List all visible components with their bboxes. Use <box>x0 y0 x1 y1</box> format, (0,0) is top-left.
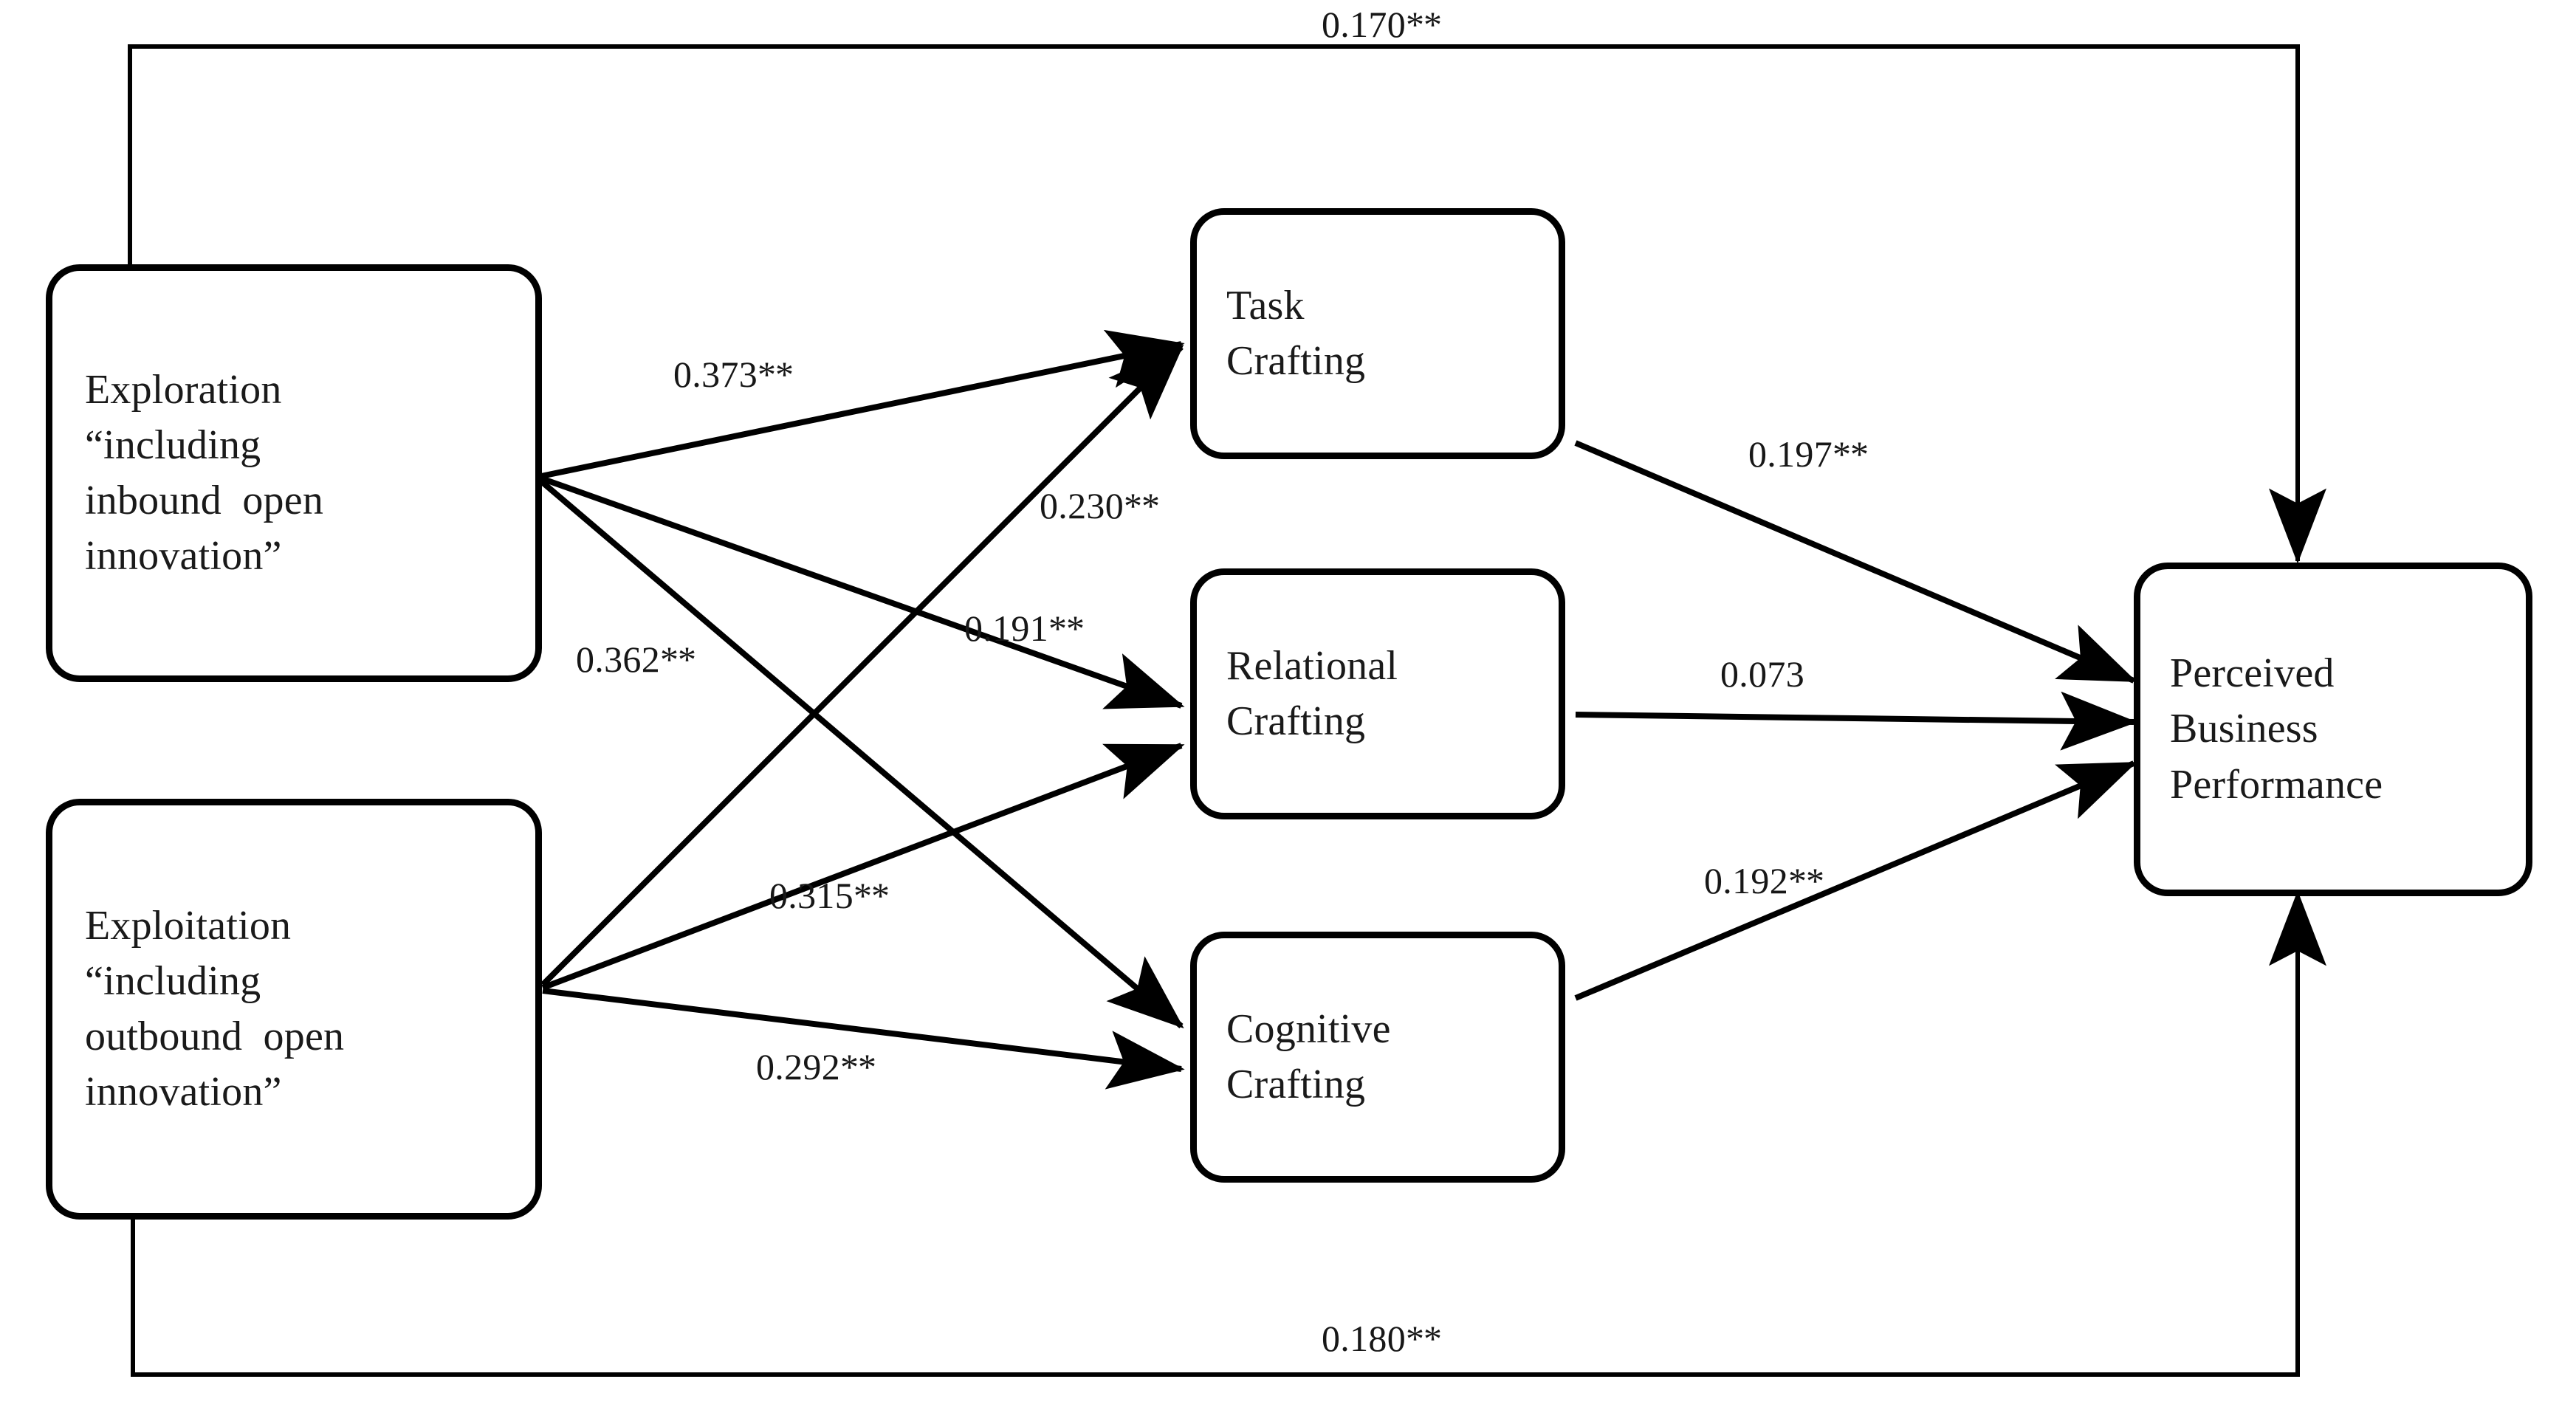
node-exploitation-line-2: “including <box>85 957 261 1004</box>
coefficient-value-p2: 0.191 <box>964 608 1048 649</box>
node-exploration-line-4: innovation” <box>85 533 282 580</box>
node-cognitive-crafting-line-2: Crafting <box>1226 1062 1366 1107</box>
arrow-relational-crafting-to-performance <box>1575 691 2137 751</box>
coefficient-stars-p11: ** <box>1406 1318 1442 1359</box>
arrow-exploitation-direct-to-performance <box>131 890 2326 1377</box>
coefficient-label-exploitation-relational: 0.315** <box>769 875 890 916</box>
node-relational-crafting[interactable]: Relational Crafting <box>1190 568 1565 819</box>
node-performance-line-2: Business <box>2170 706 2318 752</box>
coefficient-value-p6: 0.292 <box>756 1046 840 1087</box>
node-exploitation-line-1: Exploitation <box>85 902 292 949</box>
arrow-exploitation-to-cognitive-crafting <box>542 988 1185 1090</box>
arrow-exploitation-to-relational-crafting <box>541 743 1185 991</box>
coefficient-label-exploration-cognitive: 0.362** <box>576 639 696 680</box>
arrow-exploration-to-task-crafting <box>540 329 1185 479</box>
arrow-exploration-direct-to-performance <box>128 44 2326 564</box>
coefficient-label-exploration-relational: 0.191** <box>964 608 1085 649</box>
coefficient-value-p4: 0.230 <box>1040 485 1124 526</box>
node-perceived-business-performance[interactable]: Perceived Business Performance <box>2134 563 2532 896</box>
node-exploration-line-1: Exploration <box>85 366 282 413</box>
node-exploitation-line-3: outbound open <box>85 1014 345 1059</box>
coefficient-label-exploration-task: 0.373** <box>673 354 794 395</box>
coefficient-stars-p3: ** <box>660 639 696 680</box>
node-exploration-line-2: “including <box>85 422 261 468</box>
coefficient-value-p8: 0.073 <box>1720 653 1804 695</box>
coefficient-stars-p7: ** <box>1833 433 1869 475</box>
coefficient-label-exploitation-performance-direct: 0.180** <box>1322 1318 1442 1359</box>
node-exploitation-line-4: innovation” <box>85 1069 282 1115</box>
coefficient-stars-p6: ** <box>840 1046 876 1087</box>
coefficient-label-cognitive-performance: 0.192** <box>1704 862 1824 899</box>
node-task-crafting-line-1: Task <box>1226 282 1305 329</box>
node-cognitive-crafting[interactable]: Cognitive Crafting <box>1190 932 1565 1183</box>
arrow-exploration-to-relational-crafting <box>540 475 1185 709</box>
node-exploitation[interactable]: Exploitation “including outbound open in… <box>46 799 542 1220</box>
coefficient-value-p10: 0.170 <box>1322 4 1406 45</box>
arrow-task-crafting-to-performance <box>1574 440 2137 684</box>
node-performance-line-3: Performance <box>2170 761 2383 808</box>
node-performance-line-1: Perceived <box>2170 650 2335 697</box>
node-cognitive-crafting-line-1: Cognitive <box>1226 1005 1391 1052</box>
coefficient-value-p9: 0.192 <box>1704 860 1788 901</box>
coefficient-label-exploitation-task: 0.230** <box>1040 485 1160 526</box>
coefficient-label-exploration-performance-direct: 0.170** <box>1322 4 1442 45</box>
coefficient-stars-p4: ** <box>1124 485 1160 526</box>
arrow-exploitation-to-task-crafting <box>540 344 1184 987</box>
coefficient-label-relational-performance: 0.073 <box>1720 656 1804 692</box>
node-relational-crafting-line-2: Crafting <box>1226 698 1366 744</box>
coefficient-stars-p5: ** <box>853 875 890 916</box>
node-relational-crafting-line-1: Relational <box>1226 642 1398 689</box>
node-exploration[interactable]: Exploration “including inbound open inno… <box>46 264 542 682</box>
coefficient-label-exploitation-cognitive: 0.292** <box>756 1048 876 1085</box>
coefficient-value-p7: 0.197 <box>1748 433 1833 475</box>
coefficient-stars-p9: ** <box>1788 860 1824 901</box>
node-task-crafting-line-2: Crafting <box>1226 338 1366 384</box>
coefficient-value-p5: 0.315 <box>769 875 853 916</box>
coefficient-value-p3: 0.362 <box>576 639 660 680</box>
node-task-crafting[interactable]: Task Crafting <box>1190 208 1565 459</box>
coefficient-stars-p1: ** <box>758 354 794 395</box>
coefficient-value-p1: 0.373 <box>673 354 758 395</box>
arrow-exploration-to-cognitive-crafting <box>539 478 1184 1029</box>
coefficient-stars-p2: ** <box>1048 608 1085 649</box>
coefficient-stars-p10: ** <box>1406 4 1442 45</box>
arrow-cognitive-crafting-to-performance <box>1574 760 2137 1001</box>
coefficient-value-p11: 0.180 <box>1322 1318 1406 1359</box>
coefficient-label-task-performance: 0.197** <box>1748 433 1869 475</box>
node-exploration-line-3: inbound open <box>85 478 324 523</box>
